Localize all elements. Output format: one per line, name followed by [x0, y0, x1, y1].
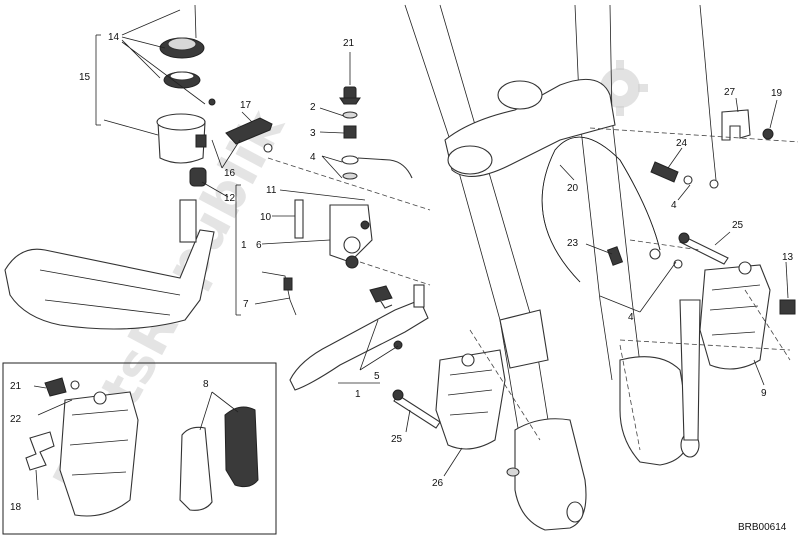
callout-4-right: 4: [671, 200, 677, 211]
hose-fitting-23: [606, 246, 683, 269]
callout-25-left: 25: [391, 434, 403, 445]
brake-lever: [289, 284, 429, 391]
callout-6: 6: [256, 240, 262, 251]
callout-13: 13: [782, 252, 794, 263]
callout-9: 9: [761, 388, 767, 399]
callout-12: 12: [224, 193, 236, 204]
hose-clip: [721, 109, 774, 141]
banjo-bolt-24: [650, 161, 719, 189]
callout-7: 7: [243, 299, 249, 310]
grommet-12: [189, 167, 207, 187]
callout-2: 2: [310, 102, 316, 113]
inset-caliper-detail: [2, 362, 277, 535]
callout-18: 18: [10, 502, 22, 513]
callout-23: 23: [567, 238, 579, 249]
callout-brackets: [95, 34, 241, 316]
callout-4-left: 4: [310, 152, 316, 163]
callout-5: 5: [374, 371, 380, 382]
lever-guard: [4, 199, 215, 330]
callout-20: 20: [567, 183, 579, 194]
master-cylinder: [294, 199, 373, 269]
callout-26: 26: [432, 478, 444, 489]
callout-21-inset: 21: [10, 381, 22, 392]
fork-assembly: [404, 4, 701, 531]
callout-11: 11: [266, 185, 277, 196]
brake-caliper-right: [699, 261, 771, 370]
callout-8: 8: [203, 379, 209, 390]
callout-labels: 14 15 16 12 17 21 2 3 4 11 10 1 6 7 5 1 …: [10, 32, 794, 533]
callout-10: 10: [260, 212, 272, 223]
callout-17: 17: [240, 100, 252, 111]
assembly-guide-lines: [267, 127, 798, 451]
reservoir-hose: [225, 117, 273, 153]
brake-light-switch: [261, 271, 297, 316]
brake-hose-20: [541, 4, 717, 283]
callout-1-left: 1: [241, 240, 247, 251]
callout-19: 19: [771, 88, 783, 99]
callout-27: 27: [724, 87, 736, 98]
callout-1-bottom: 1: [355, 389, 361, 400]
reservoir-cap: [159, 4, 205, 89]
leader-lines: [33, 9, 789, 501]
callout-14: 14: [108, 32, 120, 43]
callout-16: 16: [224, 168, 236, 179]
callout-24: 24: [676, 138, 688, 149]
callout-15: 15: [79, 72, 91, 83]
callout-22: 22: [10, 414, 22, 425]
caliper-bolt-left: [392, 389, 520, 477]
banjo-fitting-stack: [339, 86, 413, 180]
inset-frame: [2, 362, 277, 535]
drawing-code: BRB00614: [738, 522, 787, 533]
callout-3: 3: [310, 128, 316, 139]
brake-fluid-reservoir: [156, 98, 216, 164]
callout-4-middle: 4: [628, 312, 634, 323]
brake-caliper-left: [435, 349, 506, 450]
callout-21-top: 21: [343, 38, 355, 49]
callout-25-right: 25: [732, 220, 744, 231]
caliper-bolt-right: [678, 232, 796, 315]
